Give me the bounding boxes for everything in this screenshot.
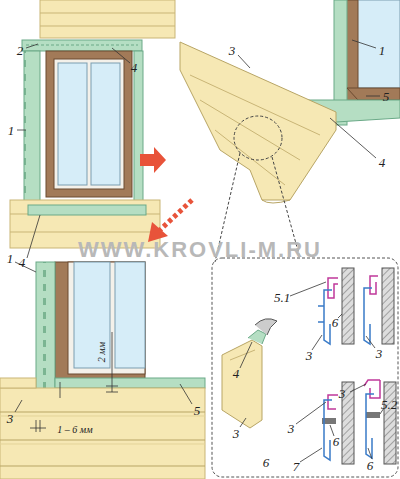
callout-number: 5.1 <box>274 291 290 304</box>
callout-number: 3 <box>7 412 14 425</box>
callout-number: 3 <box>288 422 295 435</box>
watermark: WWW.KROVLI-M.RU <box>78 239 322 261</box>
callout-number: 4 <box>379 156 386 169</box>
callout-number: 1 <box>7 252 14 265</box>
callout-number: 4 <box>233 367 240 380</box>
dimension: 1 – 6 мм <box>57 425 92 435</box>
callout-number: 3 <box>233 427 240 440</box>
callout-number: 1 <box>379 44 386 57</box>
callout-number: 3 <box>229 44 236 57</box>
dimension: 2 мм <box>97 342 107 362</box>
callout-number: 4 <box>19 256 26 269</box>
callout-number: 5 <box>383 90 390 103</box>
callout-number: 6 <box>333 435 340 448</box>
callout-number: 3 <box>306 349 313 362</box>
callout-number: 3 <box>376 347 383 360</box>
callout-number: 5.2 <box>381 398 397 411</box>
figure-label: 6 <box>263 456 270 469</box>
callout-number: 7 <box>293 460 300 473</box>
callout-number: 1 <box>8 124 15 137</box>
callout-number: 2 <box>17 44 24 57</box>
callout-number: 6 <box>332 316 339 329</box>
callout-number: 6 <box>367 459 374 472</box>
callout-number: 3 <box>339 387 346 400</box>
callout-number: 4 <box>131 61 138 74</box>
callout-number: 5 <box>194 404 201 417</box>
